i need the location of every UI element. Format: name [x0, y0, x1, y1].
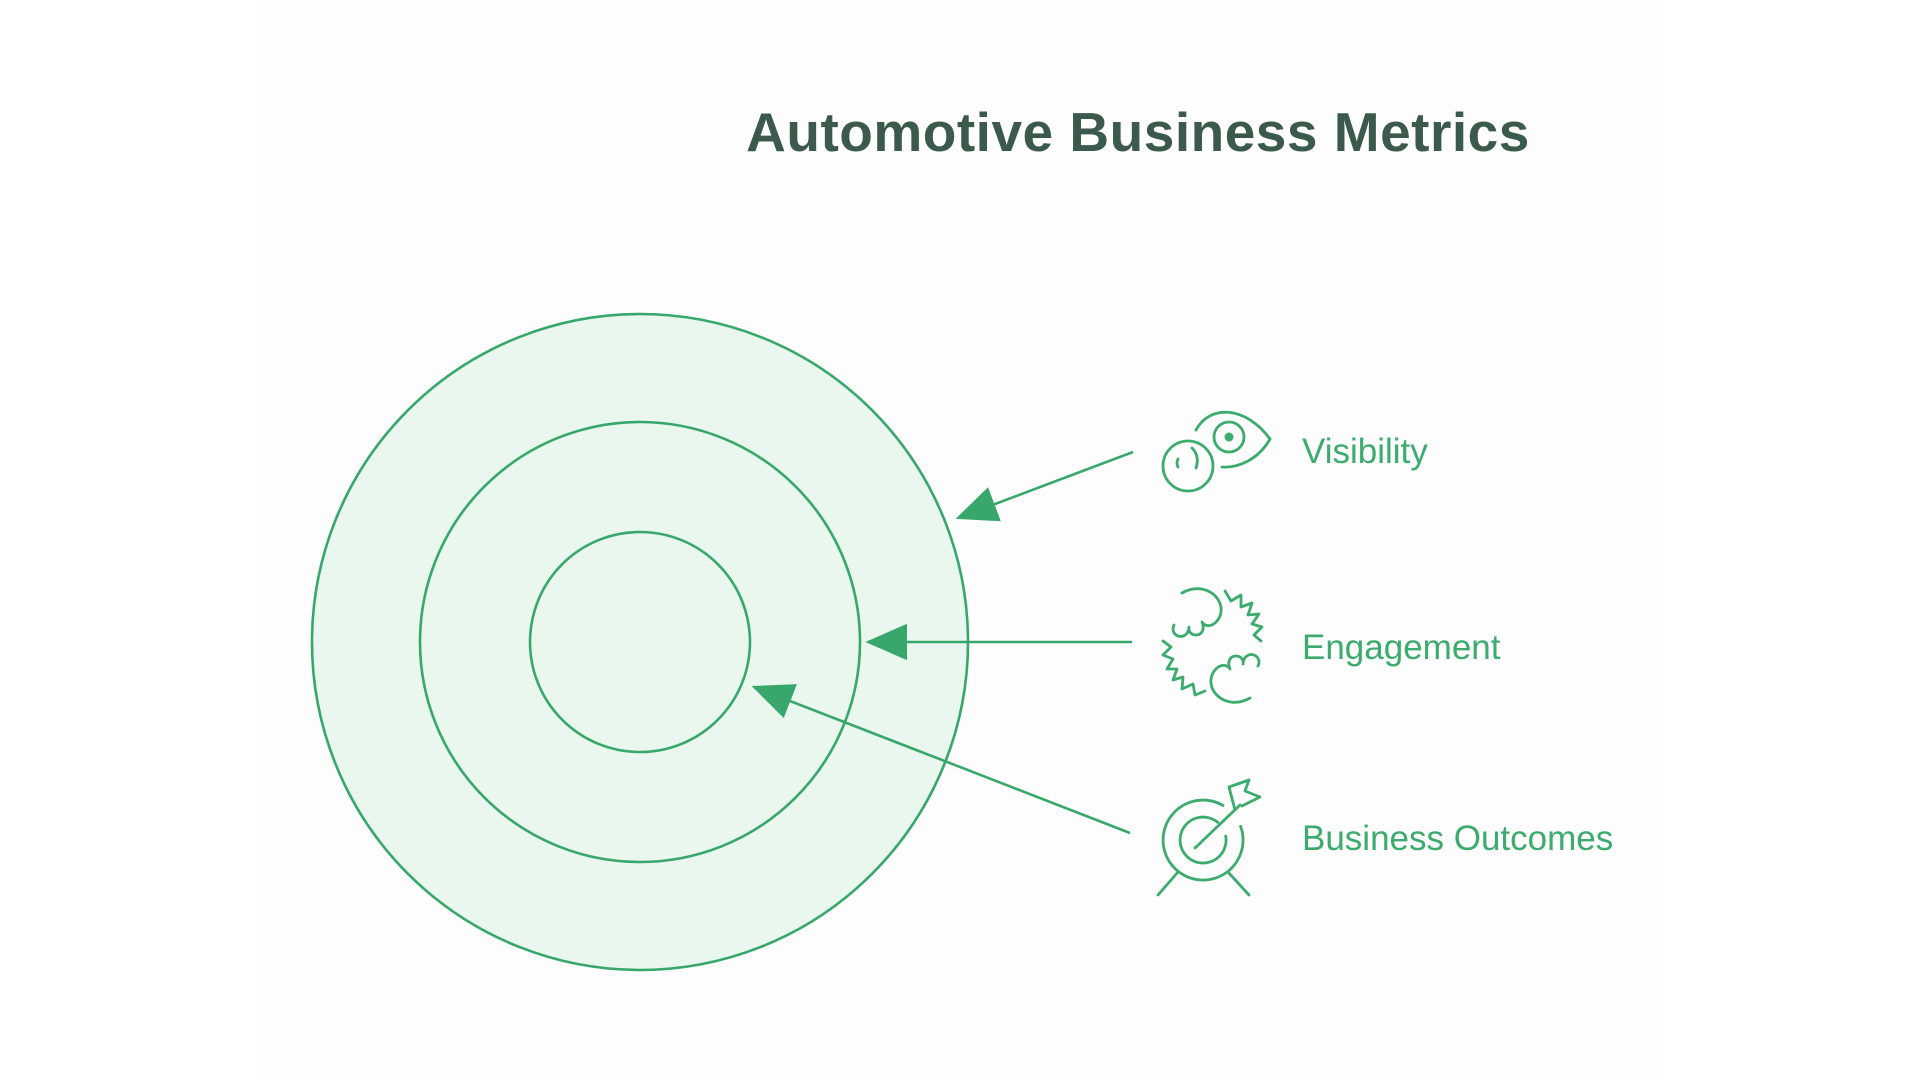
arrow-visibility	[955, 450, 1134, 522]
legend-label-engagement: Engagement	[1302, 628, 1501, 667]
target-arrow-icon	[1156, 778, 1262, 897]
legend-label-visibility: Visibility	[1302, 432, 1428, 471]
legend-item-visibility: Visibility	[1152, 398, 1552, 518]
legend-item-engagement: Engagement	[1152, 584, 1552, 710]
handshake-icon	[1161, 587, 1264, 704]
ring-inner-business-outcomes	[528, 530, 752, 754]
page-title: Automotive Business Metrics	[746, 101, 1530, 163]
legend-label-business-outcomes: Business Outcomes	[1302, 819, 1614, 858]
ring-middle-engagement	[418, 420, 862, 864]
eye-visibility-icon	[1161, 410, 1272, 493]
arrow-business-outcomes	[751, 684, 1131, 835]
legend-item-business-outcomes: Business Outcomes	[1150, 778, 1630, 908]
